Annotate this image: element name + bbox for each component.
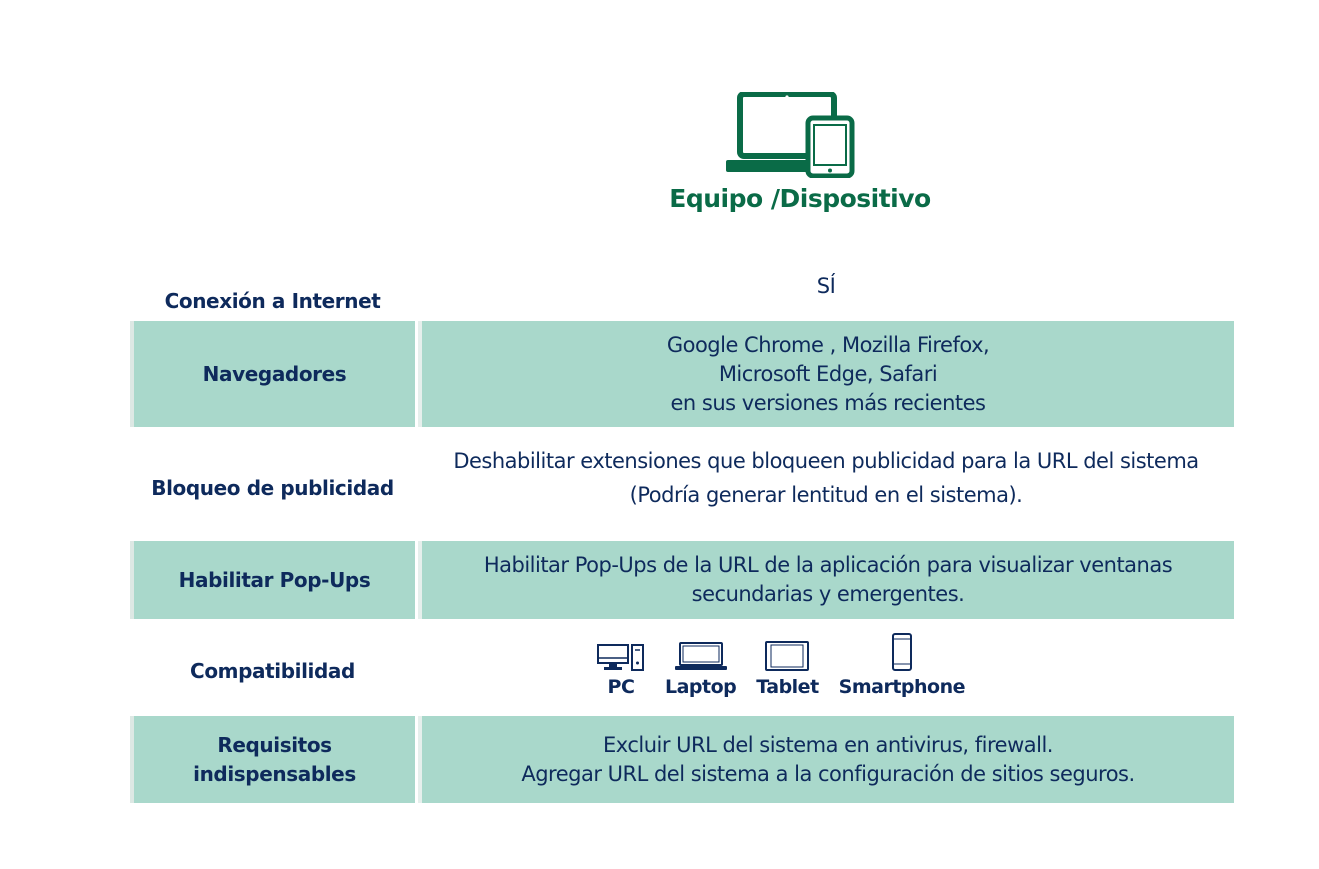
device-label: Smartphone [838,676,966,698]
row-value: Excluir URL del sistema en antivirus, fi… [418,716,1234,803]
desktop-pc-icon [596,644,644,671]
device-laptop: Laptop [664,641,737,702]
device-label: PC [607,676,635,698]
value-line: Agregar URL del sistema a la configuraci… [521,761,1135,786]
row-value: Habilitar Pop-Ups de la URL de la aplica… [418,541,1234,619]
device-list: PC Laptop Tablet [587,633,975,702]
device-smartphone: Smartphone [838,633,966,702]
value-line: Habilitar Pop-Ups de la URL de la aplica… [483,553,1173,577]
value-line: SÍ [816,274,836,298]
row-value: SÍ [418,262,1234,320]
row-compatibilidad: Compatibilidad PC [130,620,1234,715]
row-requisitos: Requisitos indispensables Excluir URL de… [130,716,1234,803]
row-popups: Habilitar Pop-Ups Habilitar Pop-Ups de l… [130,541,1234,619]
smartphone-icon [891,633,912,671]
page-title: Equipo /Dispositivo [669,184,931,213]
row-label: Conexión a Internet [164,288,381,313]
label-line: Requisitos [217,732,332,757]
device-label: Laptop [664,676,737,698]
row-navegadores: Navegadores Google Chrome , Mozilla Fire… [130,321,1234,427]
device-pc: PC [596,643,645,702]
row-label: Compatibilidad [190,659,355,683]
value-line: Deshabilitar extensiones que bloqueen pu… [453,449,1199,473]
value-line: en sus versiones más recientes [670,390,986,415]
laptop-icon [674,642,727,670]
row-label: Bloqueo de publicidad [151,475,394,500]
tablet-icon [765,641,810,671]
row-internet: Conexión a Internet SÍ [130,262,1234,320]
row-label: Navegadores [130,321,415,427]
value-line: (Podría generar lentitud en el sistema). [629,483,1023,507]
label-line: indispensables [193,761,356,786]
row-label: Requisitos indispensables [130,716,415,803]
row-label: Habilitar Pop-Ups [130,541,415,619]
value-line: Microsoft Edge, Safari [718,361,938,386]
device-label: Tablet [756,676,819,698]
row-value: PC Laptop Tablet [418,620,1234,715]
row-bloqueo: Bloqueo de publicidad Deshabilitar exten… [130,430,1234,540]
value-line: Google Chrome , Mozilla Firefox, [666,332,990,357]
row-value: Google Chrome , Mozilla Firefox, Microso… [418,321,1234,427]
laptop-and-tablet-icon [726,92,855,178]
row-value: Deshabilitar extensiones que bloqueen pu… [418,430,1234,540]
value-line: Excluir URL del sistema en antivirus, fi… [603,732,1053,757]
value-line: secundarias y emergentes. [691,582,965,606]
device-tablet: Tablet [756,641,819,702]
